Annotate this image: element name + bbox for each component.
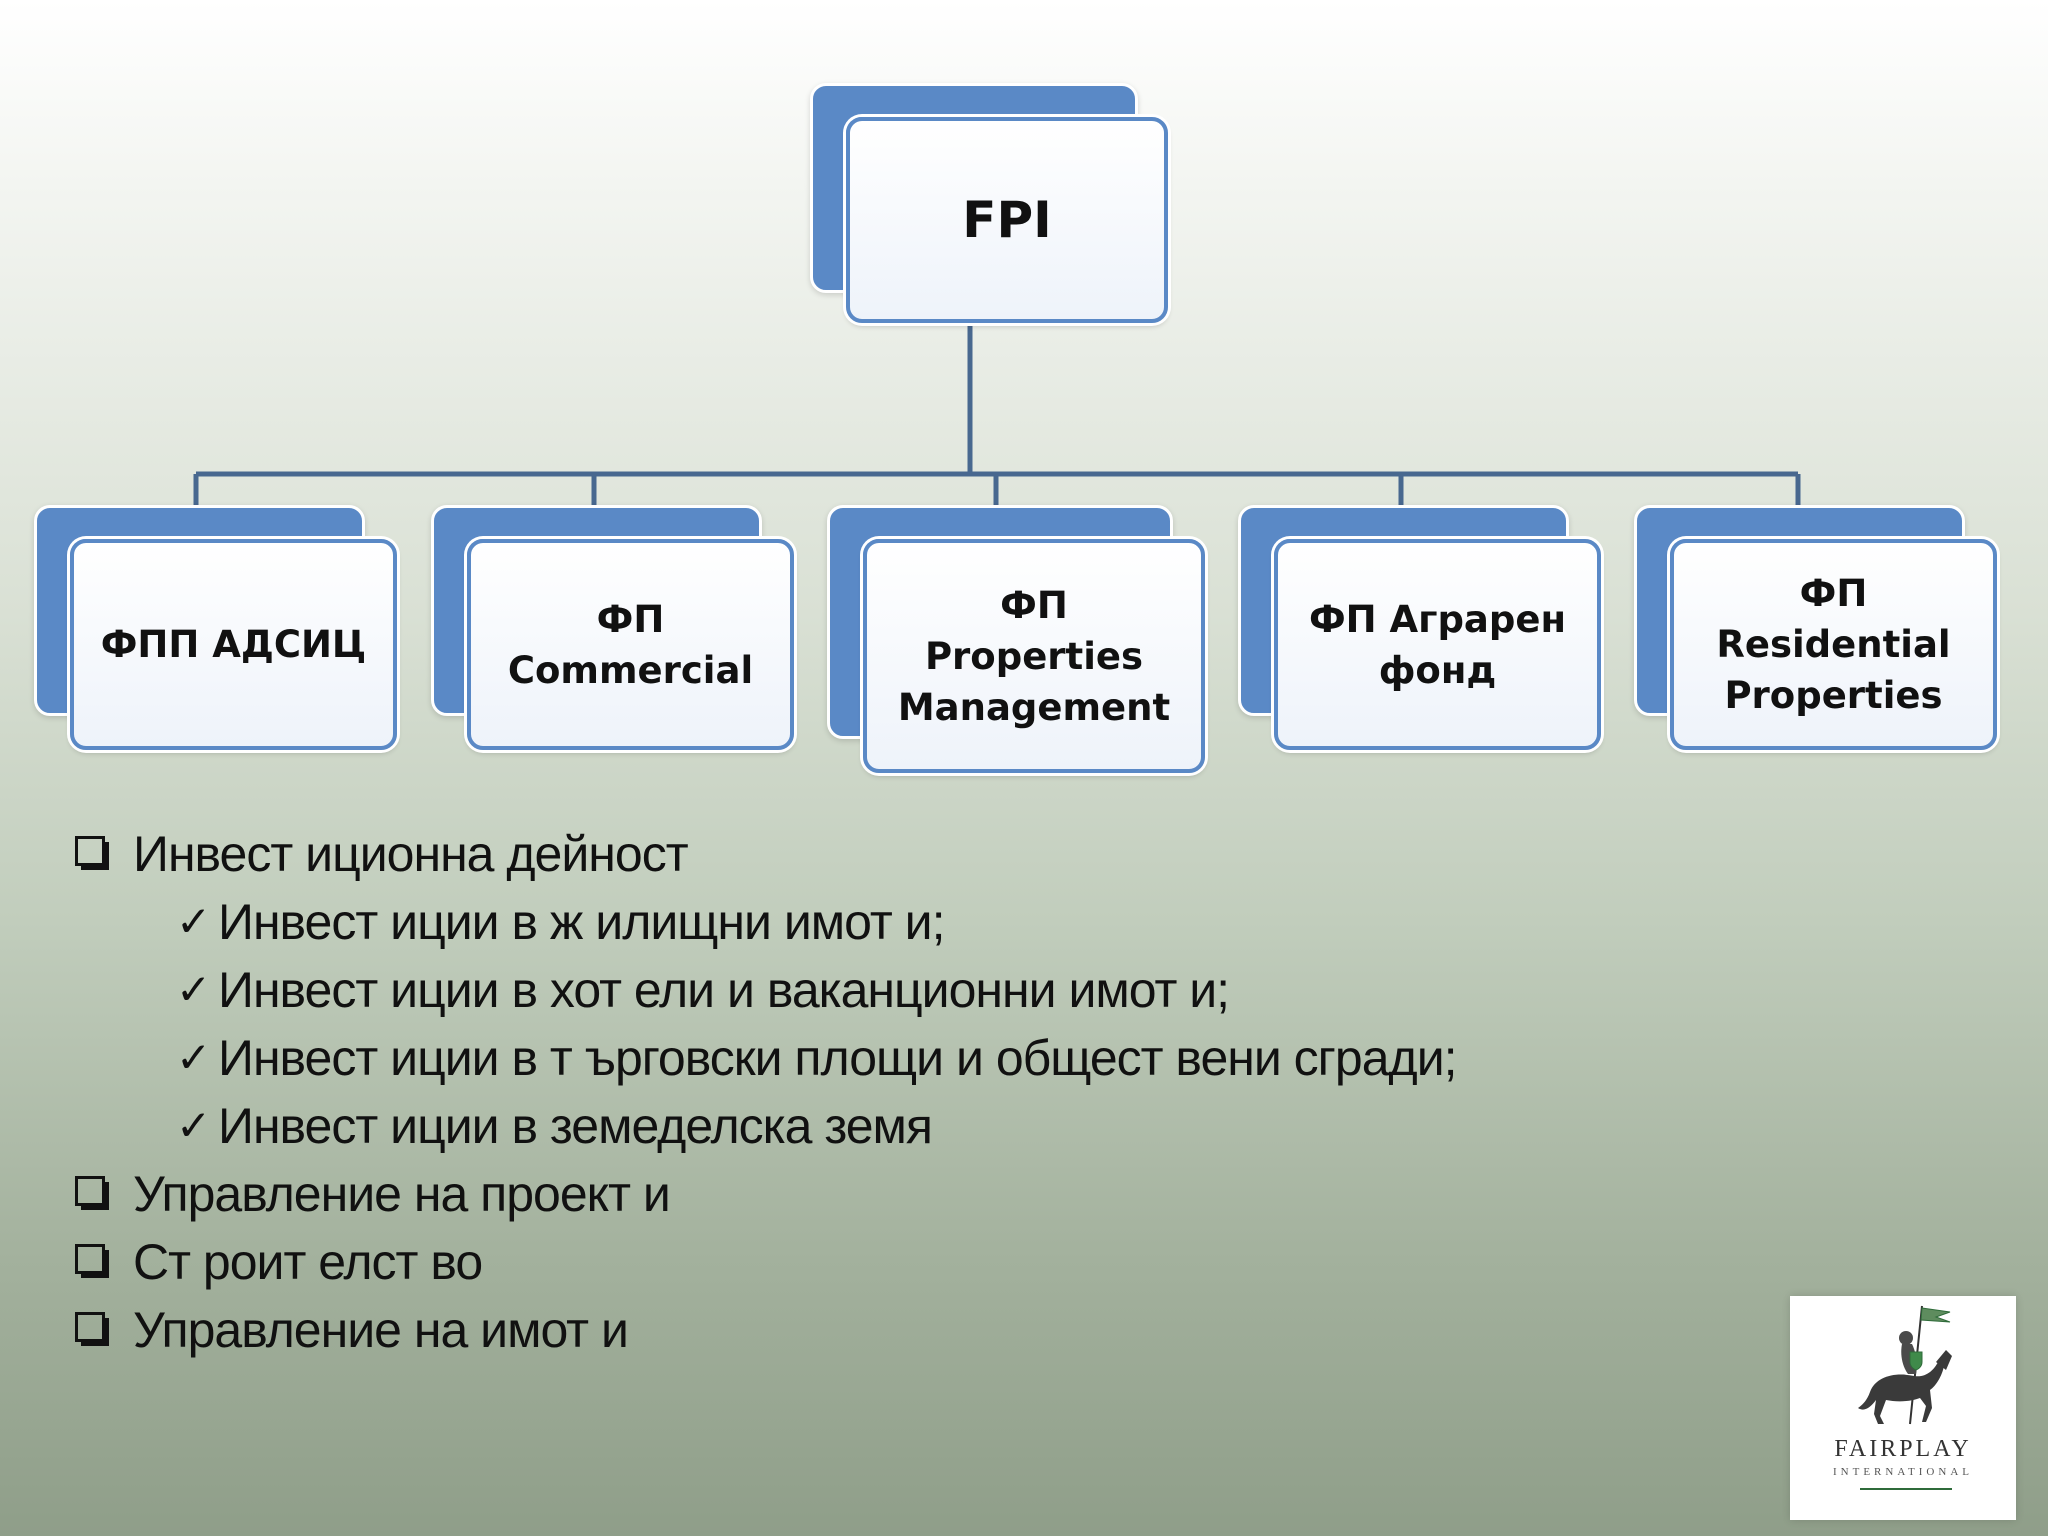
checkmark-icon: ✓ xyxy=(176,1101,211,1150)
activities-list: Инвест иционна дейност ✓ Инвест иции в ж… xyxy=(75,820,1458,1364)
square-bullet-icon xyxy=(75,1244,105,1274)
list-item: Управление на имот и xyxy=(75,1296,1457,1364)
list-item: ✓ Инвест иции в ж илищни имот и; xyxy=(75,888,1457,956)
org-node-label: ФП Residential Properties xyxy=(1716,572,1951,717)
org-node-label: ФП Аграрен фонд xyxy=(1308,597,1567,692)
list-item: Ст роит елст во xyxy=(75,1228,1457,1296)
list-item: ✓ Инвест иции в хот ели и ваканционни им… xyxy=(75,956,1457,1024)
checkmark-icon: ✓ xyxy=(176,1033,211,1082)
org-node-label: ФП Commercial xyxy=(507,597,754,692)
knight-on-horse-icon xyxy=(1858,1305,1952,1425)
org-node-label: ФПП АДСИЦ xyxy=(100,623,367,666)
square-bullet-icon xyxy=(75,1176,105,1206)
checkmark-icon: ✓ xyxy=(176,897,211,946)
logo-name: FAIRPLAY xyxy=(1834,1436,1972,1462)
fairplay-logo: FAIRPLAY INTERNATIONAL xyxy=(1790,1296,2016,1520)
org-node-label: ФП Properties Management xyxy=(897,583,1171,729)
square-bullet-icon xyxy=(75,836,105,866)
checkmark-icon: ✓ xyxy=(176,965,211,1014)
list-item: Инвест иционна дейност xyxy=(75,820,1457,888)
logo-divider xyxy=(1860,1488,1952,1490)
square-bullet-icon xyxy=(75,1312,105,1342)
logo-subtitle: INTERNATIONAL xyxy=(1833,1466,1973,1478)
list-item: ✓ Инвест иции в т ърговски площи и общес… xyxy=(75,1024,1458,1092)
list-item: Управление на проект и xyxy=(75,1160,1457,1228)
list-item: ✓ Инвест иции в земеделска земя xyxy=(75,1092,1457,1160)
org-node-label: FPI xyxy=(962,190,1052,249)
